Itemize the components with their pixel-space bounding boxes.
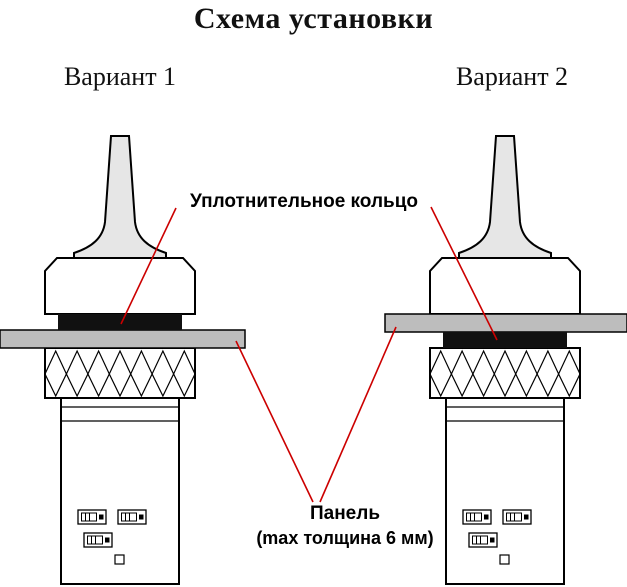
switch-drawing [430, 136, 580, 584]
switch-drawing [45, 136, 195, 584]
leader-line-sealing-ring-left [120, 207, 177, 325]
panel-variant-2 [384, 313, 627, 333]
switch-diagram-variant-1 [0, 136, 246, 584]
panel-label-line1: Панель [309, 503, 381, 524]
panel-label-line2: (max толщина 6 мм) [256, 527, 434, 548]
leader-line-sealing-ring-right [430, 206, 498, 341]
panel-label: Панель (max толщина 6 мм) [240, 502, 450, 550]
sealing-ring-variant-1 [58, 314, 182, 330]
switch-diagram-variant-2 [384, 136, 627, 584]
sealing-ring-variant-2 [443, 332, 567, 348]
panel-variant-1 [0, 329, 246, 349]
variant-2-label: Вариант 2 [455, 62, 569, 91]
leader-line-panel-right [319, 326, 397, 503]
diagram-title: Схема установки [193, 2, 434, 35]
leader-line-panel-left [235, 340, 314, 503]
sealing-ring-label: Уплотнительное кольцо [190, 191, 418, 212]
leader-lines [120, 206, 498, 503]
variant-1-label: Вариант 1 [63, 62, 177, 91]
